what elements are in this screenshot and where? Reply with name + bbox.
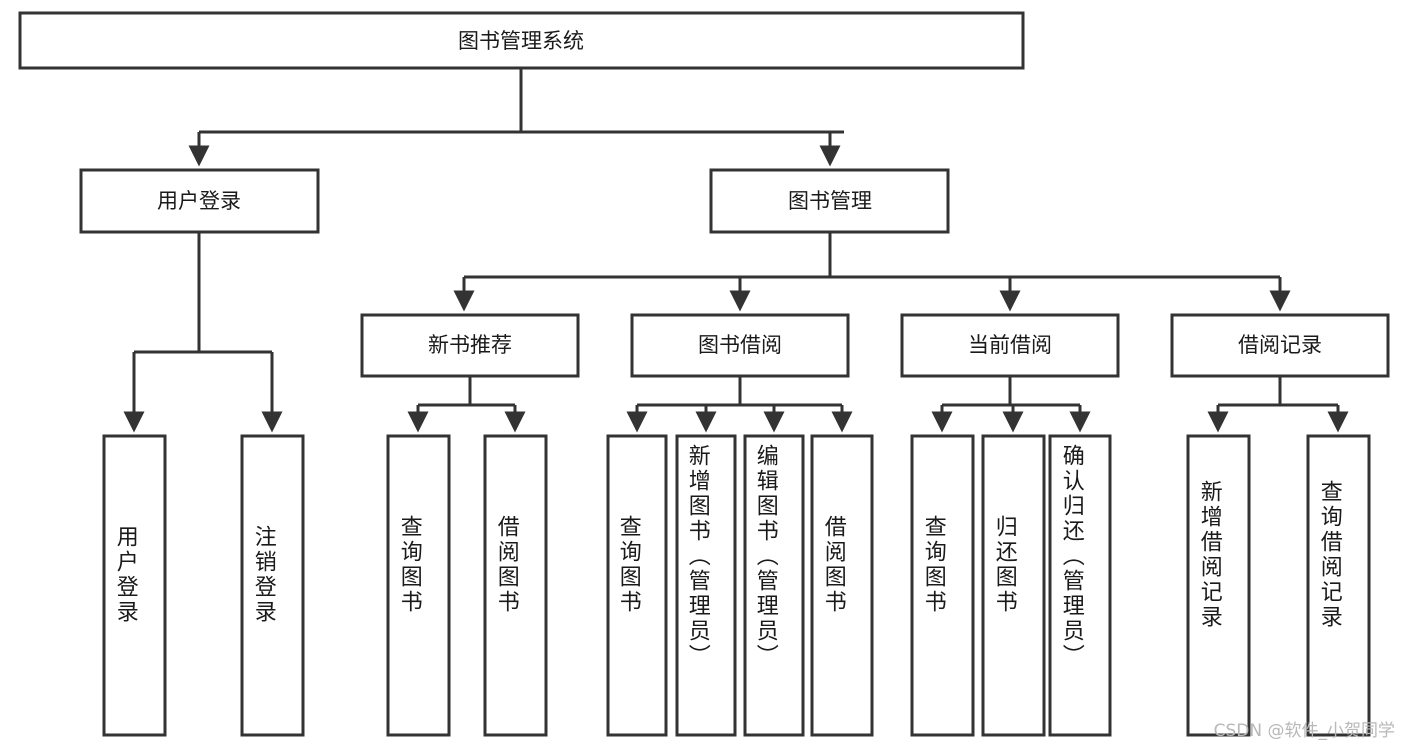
node-book-management-label: 图书管理 — [788, 189, 872, 213]
node-current-borrow-label: 当前借阅 — [968, 333, 1052, 357]
leaf-query-borrow-record-label: 查询借阅记录 — [1317, 480, 1343, 630]
leaf-query-book-bb-label: 查询图书 — [616, 515, 642, 615]
node-current-borrow[interactable]: 当前借阅 — [900, 313, 1120, 378]
edge-layer — [123, 68, 1349, 433]
leaf-borrow-book-nbr-rect[interactable] — [483, 434, 548, 737]
leaf-query-book-cb[interactable]: 查询图书 — [910, 434, 975, 737]
node-borrow-record-rect[interactable] — [1170, 313, 1390, 378]
leaf-confirm-return-admin[interactable]: 确认归还（管理员） — [1048, 434, 1112, 737]
leaf-user-login-label: 用户登录 — [113, 525, 139, 625]
leaf-add-book-admin-label: 新增图书（管理员） — [685, 444, 711, 669]
leaf-query-book-cb-rect[interactable] — [910, 434, 975, 737]
node-user-login-label: 用户登录 — [157, 189, 241, 213]
leaf-borrow-book-bb-label: 借阅图书 — [821, 515, 847, 615]
node-book-management[interactable]: 图书管理 — [709, 168, 950, 234]
leaf-add-book-admin[interactable]: 新增图书（管理员） — [675, 434, 737, 737]
leaf-query-book-nbr-label: 查询图书 — [397, 515, 423, 615]
node-root-label: 图书管理系统 — [458, 29, 584, 53]
node-book-borrow[interactable]: 图书借阅 — [630, 313, 850, 378]
leaf-query-book-bb-rect[interactable] — [606, 434, 668, 737]
leaf-add-borrow-record-rect[interactable] — [1186, 434, 1251, 737]
leaf-query-book-nbr-rect[interactable] — [386, 434, 451, 737]
node-root[interactable]: 图书管理系统 — [18, 11, 1025, 70]
leaf-add-borrow-record-label: 新增借阅记录 — [1197, 480, 1223, 630]
leaf-edit-book-admin-label: 编辑图书（管理员） — [753, 444, 779, 669]
leaf-query-book-bb[interactable]: 查询图书 — [606, 434, 668, 737]
leaf-query-book-cb-label: 查询图书 — [921, 515, 947, 615]
leaf-return-book-rect[interactable] — [981, 434, 1046, 737]
node-book-management-rect[interactable] — [709, 168, 950, 234]
node-book-borrow-label: 图书借阅 — [698, 333, 782, 357]
leaf-borrow-book-bb-rect[interactable] — [810, 434, 874, 737]
leaf-query-book-nbr[interactable]: 查询图书 — [386, 434, 451, 737]
leaf-return-book[interactable]: 归还图书 — [981, 434, 1046, 737]
leaf-confirm-return-admin-label: 确认归还（管理员） — [1059, 444, 1085, 669]
leaf-borrow-book-bb[interactable]: 借阅图书 — [810, 434, 874, 737]
leaf-query-borrow-record[interactable]: 查询借阅记录 — [1306, 434, 1371, 737]
leaf-logout[interactable]: 注销登录 — [240, 434, 305, 737]
node-borrow-record[interactable]: 借阅记录 — [1170, 313, 1390, 378]
node-new-book-recommend-rect[interactable] — [360, 313, 580, 378]
leaf-confirm-return-admin-rect[interactable] — [1048, 434, 1112, 737]
node-user-login-rect[interactable] — [79, 168, 320, 234]
leaf-edit-book-admin[interactable]: 编辑图书（管理员） — [743, 434, 805, 737]
leaf-query-borrow-record-rect[interactable] — [1306, 434, 1371, 737]
node-new-book-recommend-label: 新书推荐 — [428, 333, 512, 357]
leaf-add-borrow-record[interactable]: 新增借阅记录 — [1186, 434, 1251, 737]
node-borrow-record-label: 借阅记录 — [1238, 333, 1322, 357]
node-book-borrow-rect[interactable] — [630, 313, 850, 378]
leaf-edit-book-admin-rect[interactable] — [743, 434, 805, 737]
leaf-user-login[interactable]: 用户登录 — [102, 434, 167, 737]
leaf-user-login-rect[interactable] — [102, 434, 167, 737]
node-user-login[interactable]: 用户登录 — [79, 168, 320, 234]
leaf-return-book-label: 归还图书 — [992, 515, 1018, 615]
leaf-borrow-book-nbr[interactable]: 借阅图书 — [483, 434, 548, 737]
node-new-book-recommend[interactable]: 新书推荐 — [360, 313, 580, 378]
leaf-borrow-book-nbr-label: 借阅图书 — [494, 515, 520, 615]
node-root-rect[interactable] — [18, 11, 1025, 70]
leaf-add-book-admin-rect[interactable] — [675, 434, 737, 737]
leaf-logout-label: 注销登录 — [251, 525, 277, 625]
node-current-borrow-rect[interactable] — [900, 313, 1120, 378]
leaf-logout-rect[interactable] — [240, 434, 305, 737]
